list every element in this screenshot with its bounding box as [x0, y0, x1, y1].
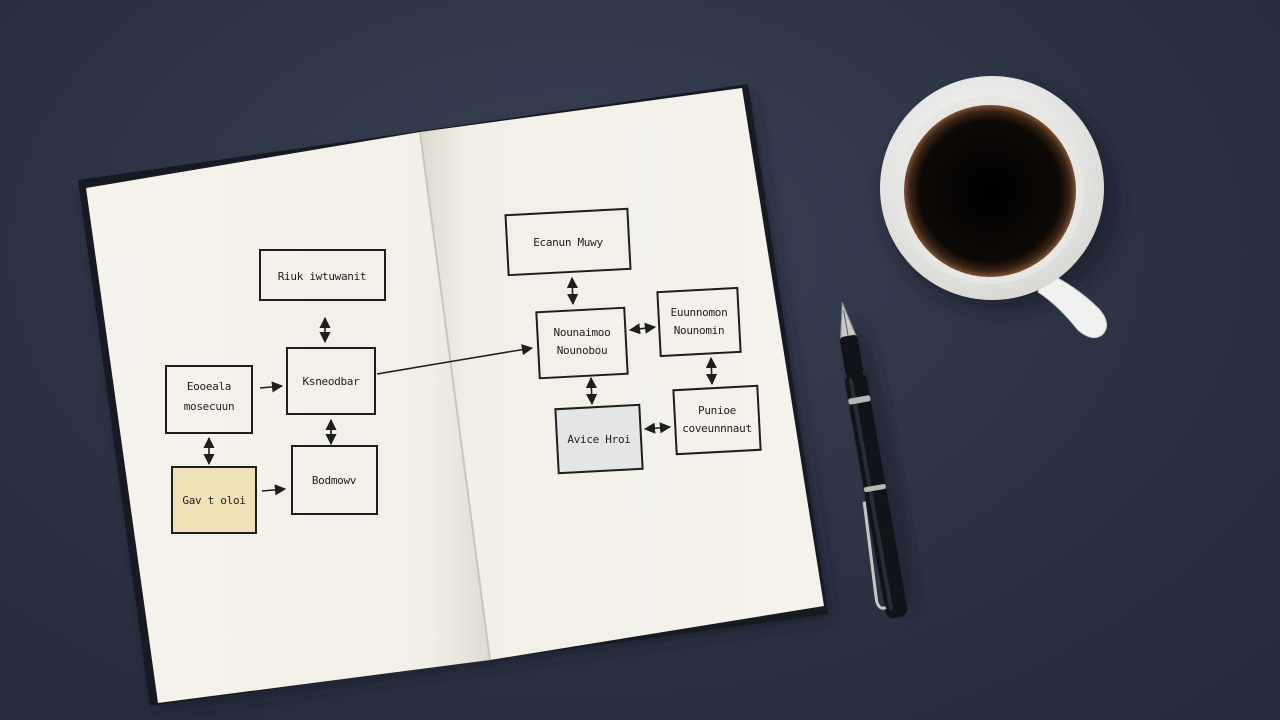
diagram-box-label: mosecuun: [184, 400, 235, 413]
diagram-box-label: Ecanun Muwy: [533, 236, 603, 249]
diagram-box-label: Eooeala: [187, 380, 231, 393]
diagram-box-top-right-page: Ecanun Muwy: [504, 207, 632, 277]
diagram-box-left-left-page: Eooeala mosecuun: [165, 365, 253, 434]
diagram-arrow: [585, 376, 598, 406]
diagram-box-label: Ksneodbar: [303, 375, 361, 388]
notebook: [78, 84, 832, 712]
coffee-cup: [880, 76, 1120, 339]
diagram-box-label: Avice Hroi: [567, 433, 630, 446]
diagram-box-label: Punioe: [698, 404, 736, 417]
pen-clip: [862, 501, 887, 610]
fountain-pen: [839, 302, 913, 619]
diagram-arrow: [259, 381, 284, 393]
left-page-diagram: Riuk iwtuwanit Ksneodbar Eooeala mosecuu…: [165, 249, 534, 534]
diagram-box-label: Euunnomon: [671, 306, 728, 319]
pen-grip: [839, 334, 864, 377]
diagram-box-center-right-page: Nounaimoo Nounobou: [535, 306, 629, 380]
diagram-box-label: coveunnnaut: [682, 422, 752, 435]
diagram-box-label: Nounaimoo: [554, 326, 611, 339]
coffee: [904, 105, 1076, 277]
diagram-box-label: Gav t oloi: [182, 494, 245, 507]
diagram-box-bottom-left-page: Bodmowv: [291, 445, 378, 515]
diagram-arrow: [643, 422, 672, 434]
diagram-arrow: [566, 276, 579, 306]
diagram-arrow-cross-page: [376, 344, 534, 375]
diagram-box-center-left-page: Ksneodbar: [286, 347, 376, 415]
diagram-box-label: Bodmowv: [312, 474, 357, 487]
diagram-box-bottom-right-right-page: Punioe coveunnnaut: [672, 384, 762, 456]
diagram-box-right-right-page: Euunnomon Nounomin: [656, 286, 742, 358]
notebook-left-page: [86, 132, 490, 703]
diagram-arrow: [261, 484, 287, 496]
diagram-box-bottom-right-page: Avice Hroi: [554, 403, 644, 475]
notebook-spine: [419, 131, 491, 661]
diagram-box-highlighted-left-page: Gav t oloi: [171, 466, 257, 534]
diagram-arrow: [628, 322, 657, 335]
diagram-box-label: Riuk iwtuwanit: [278, 270, 367, 283]
diagram-box-top-left-page: Riuk iwtuwanit: [259, 249, 386, 301]
diagram-arrow: [705, 356, 718, 386]
cup-handle: [1037, 271, 1107, 339]
diagram-box-label: Nounomin: [674, 324, 725, 337]
right-page-diagram: Ecanun Muwy Nounaimoo Nounobou Euunnomon…: [504, 207, 762, 475]
diagram-box-label: Nounobou: [557, 344, 608, 357]
